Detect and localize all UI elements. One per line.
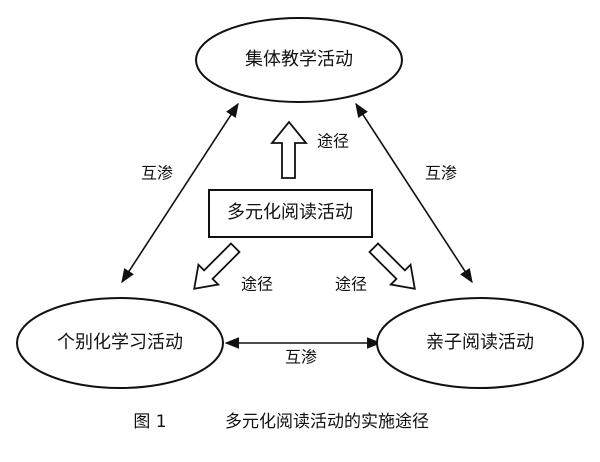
pathway-arrow-up	[270, 120, 308, 179]
node-diversified-reading-label: 多元化阅读活动	[227, 202, 353, 223]
node-collective-teaching-label: 集体教学活动	[245, 49, 353, 70]
node-collective-teaching	[195, 17, 403, 103]
edge-label-left-right: 互渗	[285, 348, 317, 367]
edge-label-top-left: 互渗	[141, 164, 173, 183]
figure-number: 图 1	[133, 412, 166, 432]
pathway-arrow-down-right	[368, 242, 416, 290]
edge-top-left	[121, 102, 239, 284]
node-individual-learning	[16, 297, 224, 389]
node-individual-learning-label: 个别化学习活动	[57, 332, 183, 353]
edge-label-top-right: 互渗	[425, 164, 457, 183]
figure-caption: 多元化阅读活动的实施途径	[225, 412, 429, 432]
node-diversified-reading	[208, 189, 373, 238]
node-parent-child-reading	[376, 297, 584, 389]
pathway-arrow-down-left	[193, 242, 241, 290]
pathway-label-right: 途径	[335, 275, 367, 294]
edge-top-right	[355, 102, 473, 284]
pathway-label-left: 途径	[241, 275, 273, 294]
pathway-label-top: 途径	[317, 132, 349, 151]
node-parent-child-reading-label: 亲子阅读活动	[426, 332, 534, 353]
